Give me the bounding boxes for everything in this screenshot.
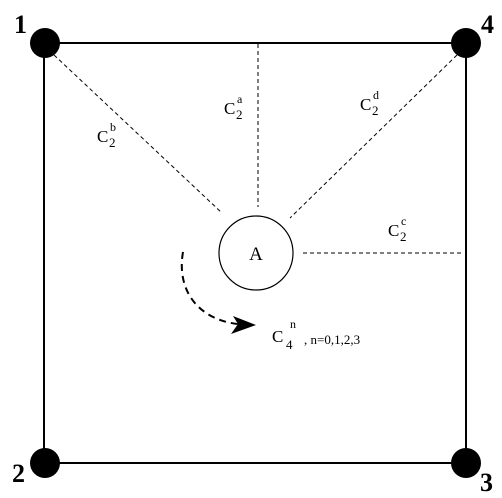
corner-label-2: 2	[12, 459, 25, 488]
center-label: A	[249, 244, 263, 265]
corner-dot-1	[30, 28, 60, 58]
svg-text:C: C	[97, 127, 108, 146]
svg-text:2: 2	[109, 135, 116, 150]
corner-label-1: 1	[14, 10, 27, 39]
svg-text:d: d	[373, 88, 379, 102]
svg-text:n: n	[290, 317, 296, 331]
svg-text:2: 2	[372, 103, 379, 118]
square-outline	[43, 42, 467, 464]
svg-text:4: 4	[286, 337, 293, 352]
rotation-arrowhead-icon	[231, 316, 256, 334]
axis-line-b	[53, 54, 223, 214]
axis-label-a: C a 2	[224, 92, 243, 122]
axis-label-c: C c 2	[388, 214, 407, 244]
svg-text:2: 2	[400, 229, 407, 244]
corner-dot-2	[30, 448, 60, 478]
rotation-note: , n=0,1,2,3	[304, 332, 360, 347]
center-circle	[218, 215, 294, 291]
rotation-label: C n 4 , n=0,1,2,3	[272, 317, 360, 352]
svg-text:C: C	[388, 221, 399, 240]
corner-dot-3	[451, 448, 481, 478]
axis-line-d	[289, 54, 458, 219]
svg-text:C: C	[360, 95, 371, 114]
axis-label-b: C b 2	[97, 120, 116, 150]
corner-label-4: 4	[481, 10, 494, 39]
corner-dot-4	[451, 28, 481, 58]
svg-text:b: b	[110, 120, 116, 134]
corner-label-3: 3	[480, 468, 493, 497]
svg-text:C: C	[272, 327, 283, 346]
axis-label-d: C d 2	[360, 88, 379, 118]
rotation-arrow-arc	[180, 251, 239, 325]
svg-text:c: c	[401, 214, 406, 228]
svg-text:C: C	[224, 99, 235, 118]
svg-text:a: a	[237, 92, 243, 106]
svg-text:2: 2	[236, 107, 243, 122]
